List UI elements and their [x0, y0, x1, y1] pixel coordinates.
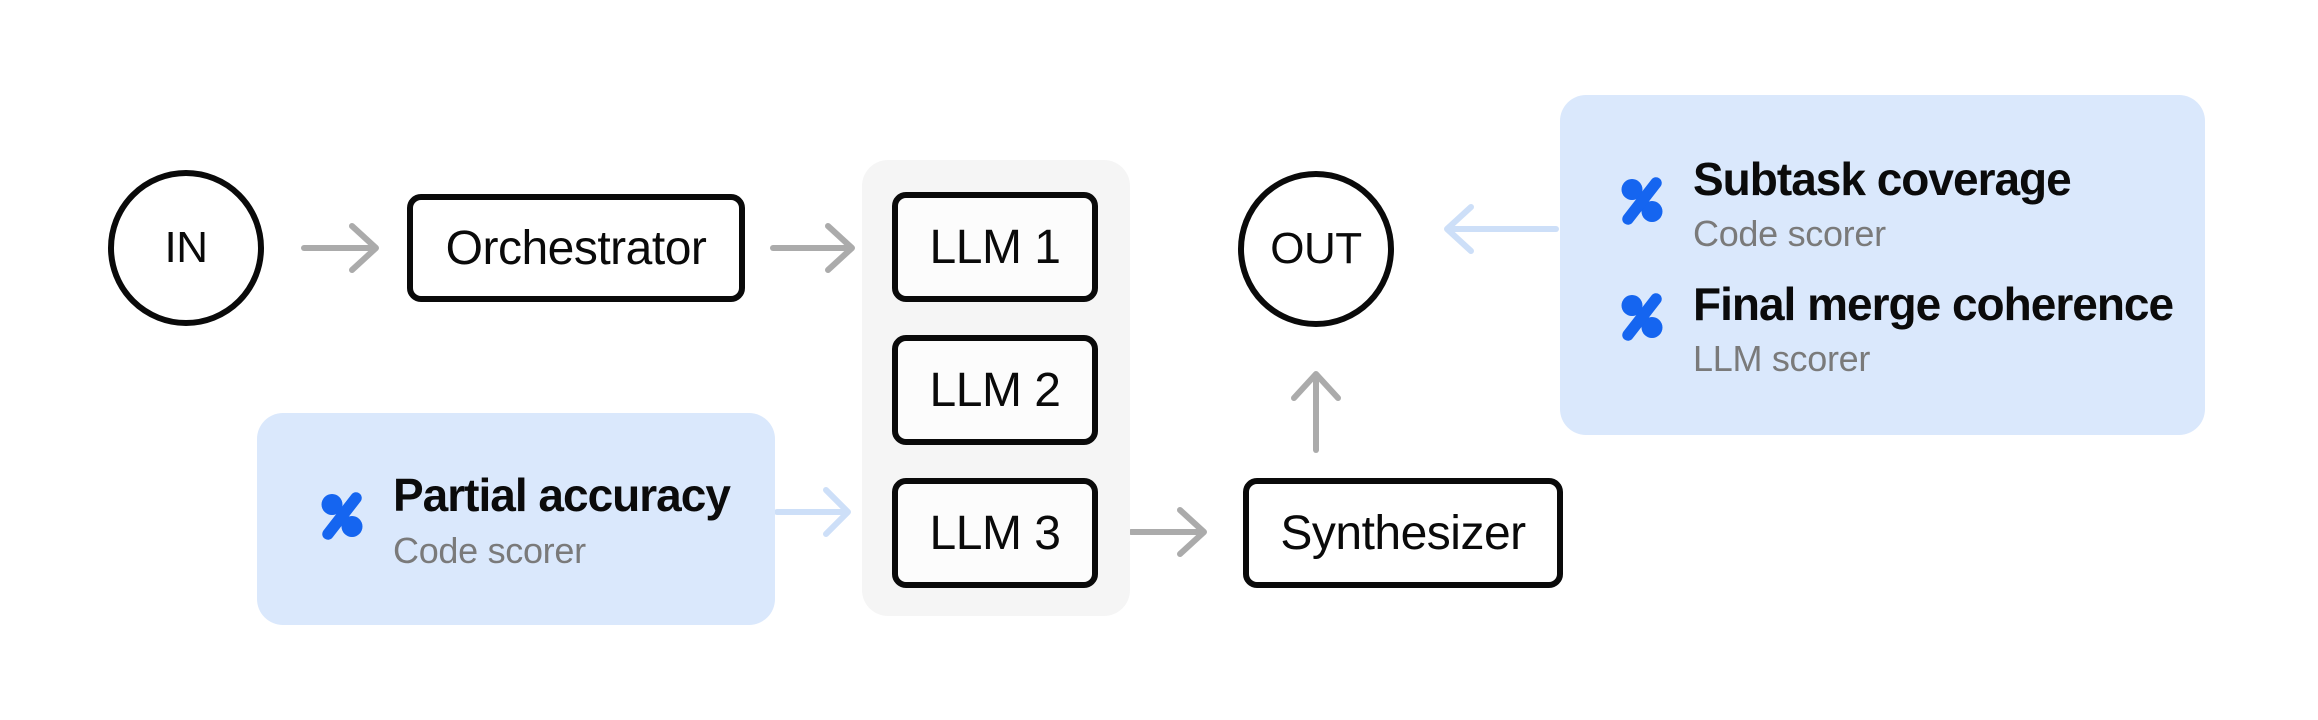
- scorer-title-partial-accuracy: Partial accuracy: [393, 469, 731, 521]
- arrow-synthesizer-to-out: [1291, 371, 1341, 453]
- percent-scorer-icon: [1621, 177, 1663, 225]
- node-llm3-label: LLM 3: [929, 506, 1061, 560]
- scorer-subtitle-subtask-coverage: Code scorer: [1693, 213, 1886, 254]
- arrow-output-callout-to-out: [1444, 204, 1559, 254]
- scorer-subtitle-partial-accuracy: Code scorer: [393, 530, 586, 571]
- callout-output-scorers: Subtask coverage Code scorer Final merge…: [1560, 95, 2205, 435]
- scorer-title-final-merge-coherence: Final merge coherence: [1693, 278, 2174, 330]
- node-in-label: IN: [164, 223, 209, 272]
- scorer-subtitle-final-merge-coherence: LLM scorer: [1693, 338, 1871, 379]
- node-llm1: LLM 1: [892, 192, 1098, 302]
- node-synthesizer-label: Synthesizer: [1280, 506, 1526, 560]
- arrow-in-to-orchestrator: [301, 223, 379, 273]
- node-out: OUT: [1238, 171, 1394, 327]
- arrow-orchestrator-to-llm-group: [770, 223, 855, 273]
- node-llm2-label: LLM 2: [929, 363, 1061, 417]
- arrow-partial-accuracy-callout-to-llm3: [774, 487, 851, 537]
- node-out-label: OUT: [1270, 224, 1362, 273]
- node-synthesizer: Synthesizer: [1243, 478, 1563, 588]
- percent-scorer-icon: [321, 492, 363, 540]
- node-in: IN: [108, 170, 264, 326]
- scorer-title-subtask-coverage: Subtask coverage: [1693, 153, 2072, 205]
- node-orchestrator: Orchestrator: [407, 194, 745, 302]
- node-llm3: LLM 3: [892, 478, 1098, 588]
- node-llm2: LLM 2: [892, 335, 1098, 445]
- node-orchestrator-label: Orchestrator: [445, 221, 707, 275]
- node-llm1-label: LLM 1: [929, 220, 1061, 274]
- callout-partial-accuracy: Partial accuracy Code scorer: [257, 413, 775, 625]
- arrow-llm3-to-synthesizer: [1128, 507, 1207, 557]
- percent-scorer-icon: [1621, 293, 1663, 341]
